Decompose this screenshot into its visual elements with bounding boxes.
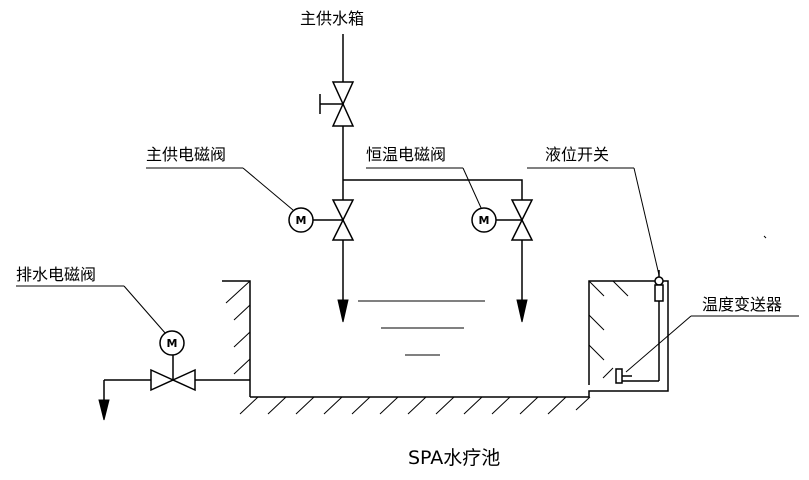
leader-level-switch bbox=[633, 167, 660, 276]
label-temp-transmitter: 温度变送器 bbox=[702, 295, 782, 314]
leader-main-solenoid bbox=[242, 167, 294, 211]
svg-text:M: M bbox=[479, 214, 490, 227]
main-supply-arrow bbox=[337, 299, 349, 323]
temp-transmitter-probe bbox=[615, 368, 632, 384]
constant-temp-pipe bbox=[343, 179, 523, 300]
constant-temp-arrow bbox=[516, 299, 528, 323]
drain-arrow bbox=[98, 399, 110, 421]
drain-solenoid-motor: M bbox=[159, 330, 185, 356]
main-solenoid-valve bbox=[313, 199, 355, 241]
label-main-tank: 主供水箱 bbox=[300, 9, 364, 28]
label-main-solenoid: 主供电磁阀 bbox=[146, 145, 226, 164]
stray-mark bbox=[763, 235, 767, 239]
label-constant-temp-solenoid: 恒温电磁阀 bbox=[366, 145, 446, 164]
drain-solenoid-valve bbox=[150, 355, 196, 392]
leader-drain-solenoid bbox=[123, 285, 167, 335]
svg-text:M: M bbox=[167, 337, 178, 350]
pool-left-wall bbox=[222, 280, 251, 397]
svg-text:M: M bbox=[296, 214, 307, 227]
pool-bottom bbox=[239, 396, 591, 415]
label-level-switch: 液位开关 bbox=[545, 145, 609, 164]
leader-constant-temp bbox=[462, 167, 483, 211]
manual-valve bbox=[319, 81, 355, 127]
pool-right-wall bbox=[588, 280, 669, 397]
level-switch-sensor bbox=[622, 270, 664, 382]
pool-title: SPA水疗池 bbox=[408, 447, 500, 469]
label-drain-solenoid: 排水电磁阀 bbox=[16, 265, 96, 284]
main-solenoid-motor: M bbox=[288, 207, 314, 233]
constant-temp-solenoid-motor: M bbox=[471, 207, 497, 233]
constant-temp-solenoid-valve bbox=[496, 199, 534, 241]
